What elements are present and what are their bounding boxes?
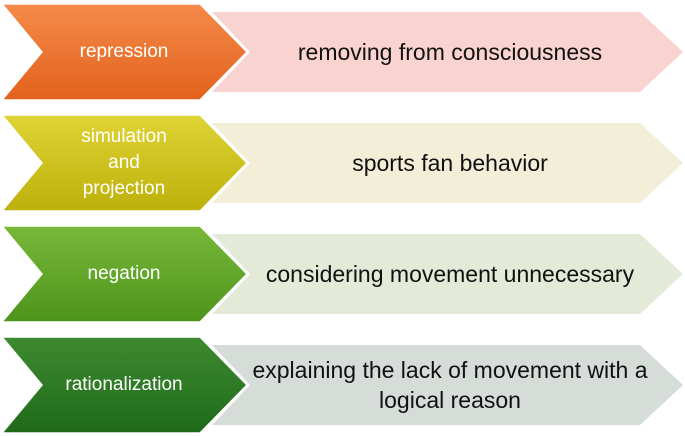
description-box bbox=[212, 345, 683, 425]
term-label: rationalization bbox=[65, 374, 183, 395]
description-label: removing from consciousness bbox=[297, 39, 603, 65]
row-shapes bbox=[0, 3, 683, 101]
description-label: considering movement unnecessary bbox=[265, 261, 635, 287]
description-box bbox=[212, 123, 683, 203]
row-shapes bbox=[0, 336, 683, 434]
row-shapes bbox=[0, 114, 683, 212]
description-box bbox=[212, 12, 683, 92]
row-shapes bbox=[0, 225, 683, 323]
term-chevron bbox=[0, 336, 249, 434]
term-label: negation bbox=[87, 263, 161, 284]
description-box bbox=[212, 234, 683, 314]
description-label: explaining the lack of movement with a l… bbox=[252, 357, 648, 413]
term-label: simulation and projection bbox=[81, 126, 167, 199]
row-repression: repression removing from consciousness bbox=[0, 2, 685, 102]
term-label: repression bbox=[79, 41, 169, 62]
row-simulation-and-projection: simulation and projection sports fan beh… bbox=[0, 113, 685, 213]
term-chevron bbox=[0, 225, 249, 323]
row-negation: negation considering movement unnecessar… bbox=[0, 224, 685, 324]
term-chevron bbox=[0, 3, 249, 101]
row-rationalization: rationalization explaining the lack of m… bbox=[0, 335, 685, 435]
term-chevron bbox=[0, 114, 249, 212]
description-label: sports fan behavior bbox=[352, 150, 548, 176]
